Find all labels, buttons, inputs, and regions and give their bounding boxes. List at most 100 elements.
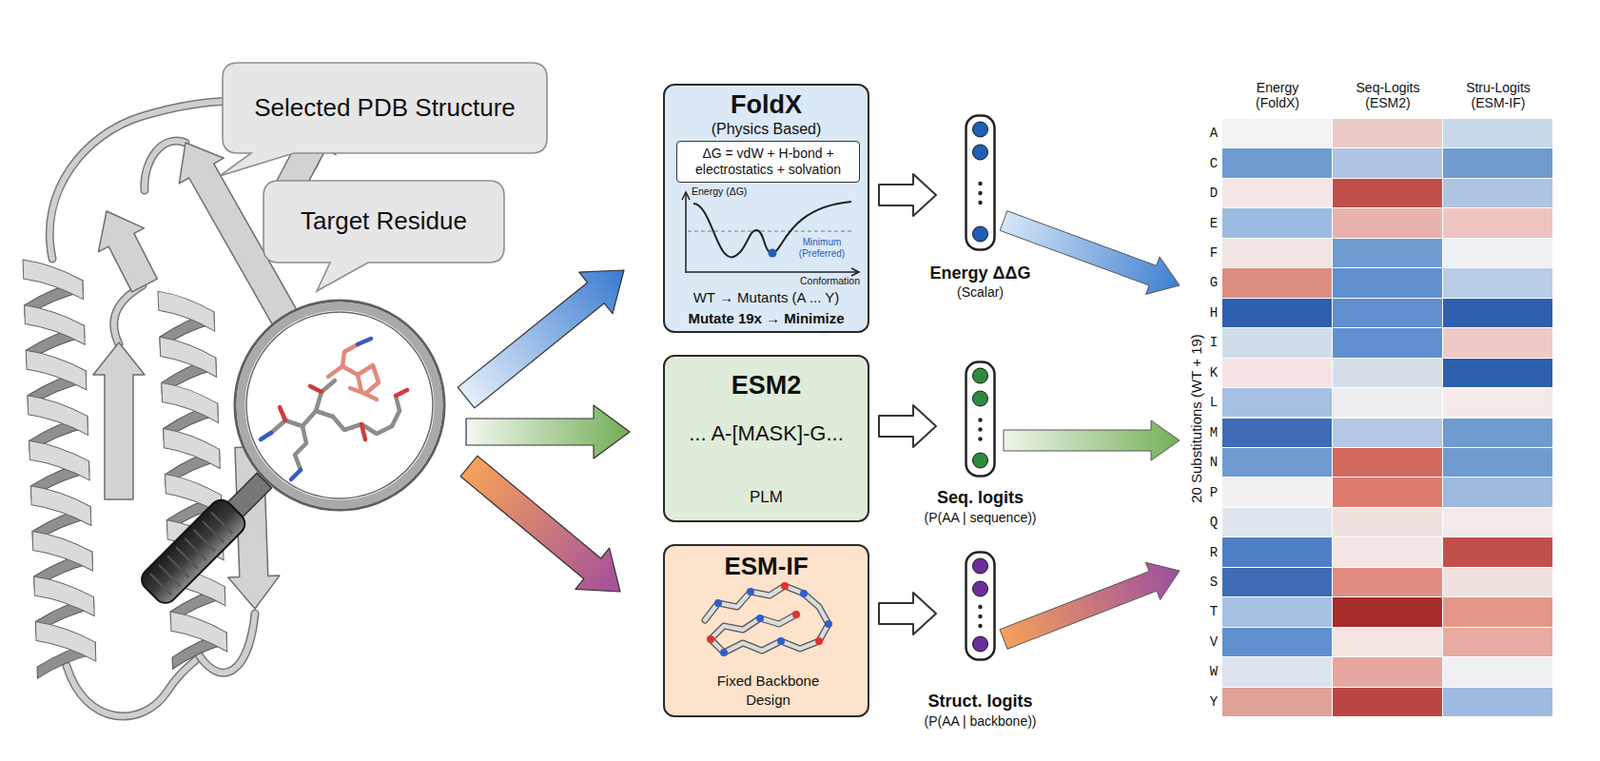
beta-strand [93,342,145,500]
vector-dot [973,144,989,160]
chart-axis [684,194,687,274]
row-label: F [1203,245,1225,262]
grip-line [194,529,216,552]
heat-cell [1222,238,1332,268]
heat-cell [1332,627,1443,657]
heat-cell [1222,687,1332,717]
model-title: ESM2 [664,370,868,401]
vector-dot [973,226,989,242]
heat-cell [1443,298,1553,328]
model-box: ESM2... A-[MASK]-G...PLM [663,354,870,523]
output-title: Struct. logits [859,691,1101,713]
residue-sticks [260,338,408,480]
ellipsis-dot [977,191,982,196]
row-label: Y [1203,694,1225,711]
atom [714,599,722,607]
row-label: T [1203,604,1225,621]
atom [815,637,823,645]
heat-cell [1332,268,1443,297]
heat-cell [1443,507,1553,537]
callout-text: Target Residue [263,180,505,263]
heat-cell [1222,507,1332,537]
heat-cell [1443,657,1553,686]
grip-line [202,521,225,544]
heat-cell [1332,537,1443,566]
vector-symbol: Energy ΔΔG(Scalar) [964,114,996,252]
atom [720,648,728,657]
grip-line [175,546,198,569]
row-label: M [1203,425,1225,442]
ellipsis-dot [977,624,982,628]
flow-arrow [460,455,621,592]
heat-cell [1443,448,1553,477]
column-header: Energy (FoldX) [1234,79,1321,111]
heat-cell [1443,178,1553,208]
node-shape [964,114,996,252]
vector-symbol: Seq. logits(P(AA | sequence)) [964,360,996,478]
callout-shape [263,180,505,292]
heat-cell [1332,418,1443,448]
node-shape [964,550,996,662]
atom [746,587,755,596]
chart-axis [851,268,859,276]
vector-dot [973,558,989,574]
ellipsis-dot [977,200,982,205]
helix-turn [34,574,95,619]
heat-cell [1332,178,1443,208]
column-header: Seq-Logits (ESM2) [1345,79,1431,111]
step-text: Mutate 19x → Minimize [664,310,868,328]
callout-bubble: Selected PDB Structure [222,62,547,154]
helix-turn [29,438,90,483]
output-subtitle: (P(AA | sequence)) [859,509,1101,527]
node-shape [1179,76,1561,720]
output-subtitle: (Scalar) [859,284,1101,301]
heat-cell [1332,477,1443,507]
row-label: A [1203,125,1225,142]
heat-cell [1443,268,1553,297]
vector-outline [966,116,996,251]
heat-cell [1332,208,1443,237]
heat-cell [1222,537,1332,566]
loop [114,285,143,345]
helix-turn [163,426,221,471]
loop [66,656,200,717]
heat-cell [1443,148,1553,177]
row-label: G [1203,274,1225,292]
heat-cell [1443,328,1553,357]
vector-dot [973,121,989,137]
heatmap: Energy (FoldX)Seq-Logits (ESM2)Stru-Logi… [1179,76,1561,720]
heat-cell [1443,418,1553,448]
helix-turn [170,609,228,655]
connector-arrow [999,562,1180,649]
helix-turn [157,289,215,334]
heat-cell [1222,268,1332,297]
formula-text: ΔG = vdW + H-bond + electrostatics + sol… [677,141,859,182]
heat-cell [1443,358,1553,388]
flow-arrow [466,405,630,459]
axis-title: 20 Substitutions (WT + 19) [1188,333,1206,504]
atom [824,620,833,628]
ellipsis-dot [977,427,982,431]
grip-line [211,511,234,534]
grip-line [158,565,181,587]
row-label: I [1203,334,1225,352]
grip-line [150,573,173,596]
magnifier [136,300,445,608]
chart-axis [685,271,858,274]
vector-dot [973,368,989,384]
grip-line [167,555,190,578]
vector-dot [973,390,989,407]
atom [777,637,785,645]
heat-cell [1332,657,1443,686]
row-label: N [1203,454,1225,471]
row-label: Q [1203,514,1225,531]
backbone [704,585,829,653]
heat-cell [1222,118,1332,148]
model-subtitle: (Physics Based) [664,119,868,138]
output-title: Seq. logits [859,487,1101,509]
heat-cell [1443,537,1553,566]
heat-cell [1443,627,1553,657]
heat-cell [1222,178,1332,208]
row-label: C [1203,156,1225,173]
heat-cell [1222,148,1332,177]
